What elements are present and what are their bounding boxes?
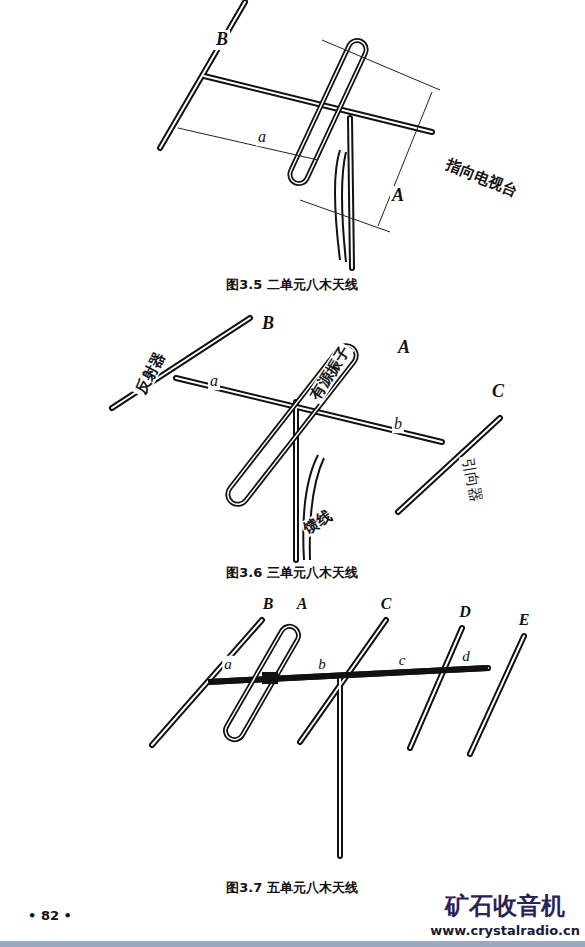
element-letter: A [295, 595, 310, 613]
figure-caption: 图3.7 五单元八木天线 [224, 881, 360, 895]
element-letter: B [214, 30, 230, 50]
element-letter: C [490, 382, 506, 402]
watermark: 矿石收音机 [443, 893, 567, 919]
element-letter: D [457, 603, 473, 621]
element-letter: E [517, 611, 532, 629]
dimension-label: d [460, 648, 472, 665]
element-letter: A [390, 186, 406, 206]
dimension-label: b [392, 415, 404, 433]
dimension-label: b [316, 656, 328, 673]
element-letter: B [261, 595, 276, 613]
figure-caption: 图3.5 二单元八木天线 [224, 278, 360, 292]
dimension-label: a [256, 128, 268, 146]
element-letter: B [260, 314, 276, 334]
dimension-label: a [222, 656, 234, 673]
direction-note: 指向电视台 [442, 156, 521, 201]
element-letter: C [379, 595, 394, 613]
dimension-label: a [208, 372, 220, 390]
dimension-label: c [397, 652, 408, 669]
part-name: 引向器 [460, 454, 485, 505]
element-letter: A [396, 338, 412, 358]
figure-caption: 图3.6 三单元八木天线 [224, 566, 360, 580]
page-number: • 82 • [26, 909, 74, 923]
watermark-url: www.crystalradio.cn [428, 924, 582, 938]
